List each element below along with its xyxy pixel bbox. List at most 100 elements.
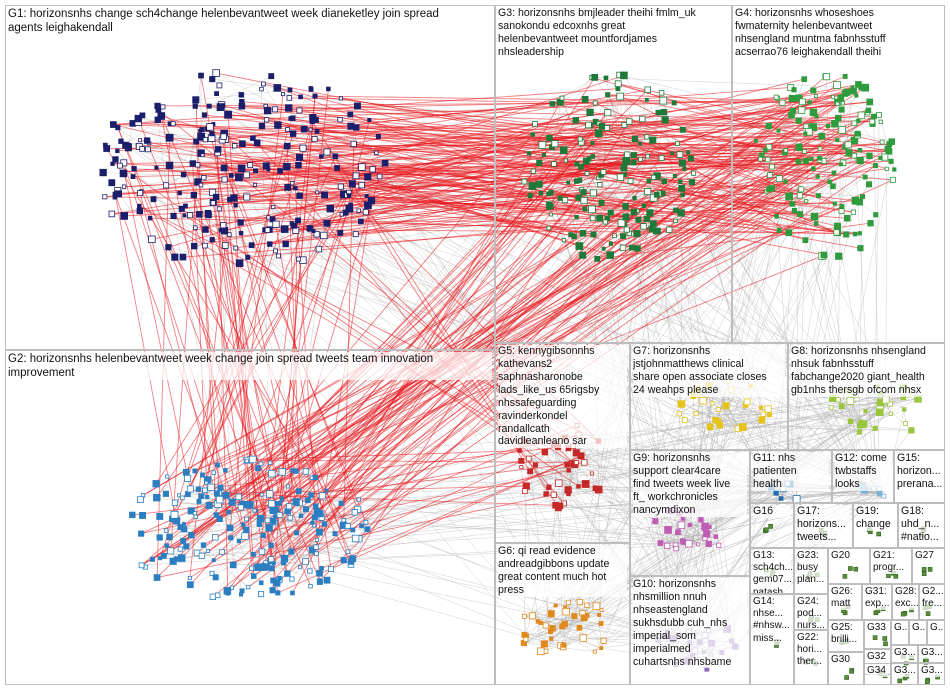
node [617, 219, 626, 227]
node [217, 484, 224, 491]
node [566, 468, 572, 473]
group-box-g11: G11: nhs patienten health [750, 450, 832, 503]
node [651, 174, 657, 180]
node [248, 242, 255, 248]
node [661, 116, 669, 124]
node [179, 253, 187, 261]
node [276, 512, 283, 518]
node [664, 542, 671, 550]
node [546, 484, 552, 491]
group-label-g1: G1: horizonsnhs change sch4change helenb… [8, 7, 492, 36]
node [630, 208, 638, 216]
edge [550, 614, 600, 632]
node [214, 91, 220, 96]
node [268, 556, 275, 563]
node [820, 251, 828, 259]
inter-group-edge [553, 134, 858, 165]
node [313, 551, 319, 557]
edge [660, 495, 884, 544]
node [579, 634, 588, 642]
inter-group-edge [229, 94, 284, 528]
node [202, 487, 208, 494]
group-box-g16: G16 [750, 503, 794, 548]
node [878, 155, 883, 160]
inter-group-edge [597, 149, 861, 260]
node [145, 146, 151, 153]
node [594, 129, 603, 138]
group-box-g15: G15: horizon... prerana... [894, 450, 945, 503]
node [851, 120, 858, 127]
node [265, 524, 273, 532]
node [673, 173, 678, 178]
inter-group-edge [625, 160, 861, 207]
node [170, 212, 177, 220]
node [838, 106, 845, 113]
node [287, 515, 294, 521]
node [184, 474, 192, 482]
inter-group-edge [636, 117, 839, 234]
node [214, 592, 221, 599]
node [572, 117, 579, 124]
edge [255, 510, 580, 629]
edge [767, 159, 874, 489]
node [535, 180, 543, 188]
node [268, 469, 276, 478]
edge [904, 409, 906, 424]
node [198, 493, 205, 500]
node [156, 513, 164, 520]
node [180, 171, 187, 178]
node [260, 532, 266, 539]
node [226, 524, 234, 532]
node [675, 141, 680, 146]
node [599, 608, 604, 612]
inter-group-edge [269, 229, 860, 234]
group-label-g10: G10: horizonsnhs nhsmillion nnuh nhseast… [633, 578, 747, 669]
node [872, 163, 878, 169]
node [166, 533, 173, 541]
node [857, 147, 863, 153]
node [592, 602, 601, 610]
node [239, 99, 245, 105]
node [118, 138, 124, 144]
node [762, 147, 768, 153]
node [155, 107, 162, 113]
node [831, 170, 837, 176]
node [710, 401, 715, 406]
node [857, 111, 866, 120]
inter-group-edge [341, 187, 682, 215]
group-box-g2: G2: horizonsnhs helenbevantweet week cha… [5, 350, 495, 685]
node [298, 565, 302, 570]
node [287, 87, 293, 93]
node [581, 459, 588, 466]
node [211, 558, 216, 563]
node [108, 210, 116, 218]
edge [799, 203, 835, 215]
inter-group-edge [269, 191, 767, 245]
node [258, 591, 265, 598]
node [630, 159, 637, 166]
edge [524, 613, 552, 617]
node [783, 148, 788, 153]
edge [581, 419, 762, 457]
node [212, 534, 219, 541]
node [634, 245, 641, 252]
node [154, 116, 161, 123]
node [827, 179, 832, 185]
node [206, 123, 214, 131]
node [223, 468, 228, 473]
node [758, 405, 763, 410]
inter-group-edge [194, 168, 814, 514]
group-box-g3c: G3... [891, 663, 918, 685]
node [195, 162, 201, 168]
group-label-g15: G15: horizon... prerana... [897, 452, 943, 491]
node [678, 184, 686, 192]
node [295, 153, 304, 161]
node [280, 92, 286, 97]
node [606, 251, 614, 259]
node [302, 558, 309, 565]
node [857, 231, 862, 236]
node [267, 241, 273, 247]
inter-group-edge [323, 200, 856, 236]
group-label-g5: G5: kennygibsonnhs kathevans2 saphnashar… [498, 345, 627, 449]
edge [696, 407, 762, 414]
